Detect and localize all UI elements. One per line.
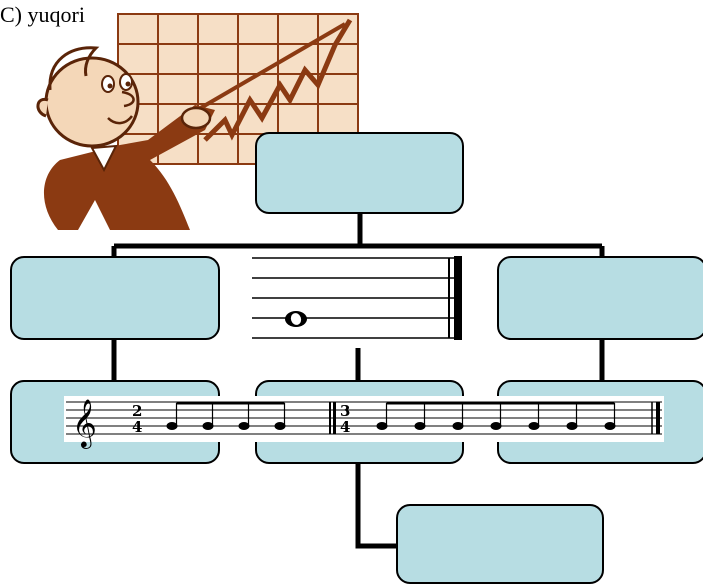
measure2-notes [376, 401, 616, 430]
teacher-head [36, 46, 140, 148]
svg-text:4: 4 [132, 418, 142, 436]
teacher-hand [180, 106, 212, 130]
whole-note-icon [285, 311, 307, 327]
teacher-body [43, 105, 216, 230]
pointer-stick [178, 22, 347, 122]
caption-text: C) yuqori [0, 2, 85, 27]
bottom-box [396, 504, 604, 584]
treble-clef-icon: 𝄞 [72, 398, 97, 449]
svg-text:4: 4 [340, 418, 350, 436]
top-box [255, 132, 464, 214]
time-signature-2-4: 2 [132, 402, 142, 420]
left-box-row1 [10, 256, 220, 340]
time-signature-3-4: 3 [340, 402, 350, 420]
final-barline-thick [454, 256, 462, 340]
measure1-notes [166, 401, 286, 430]
right-box-row1 [497, 256, 703, 340]
rising-trend-line [203, 18, 353, 142]
